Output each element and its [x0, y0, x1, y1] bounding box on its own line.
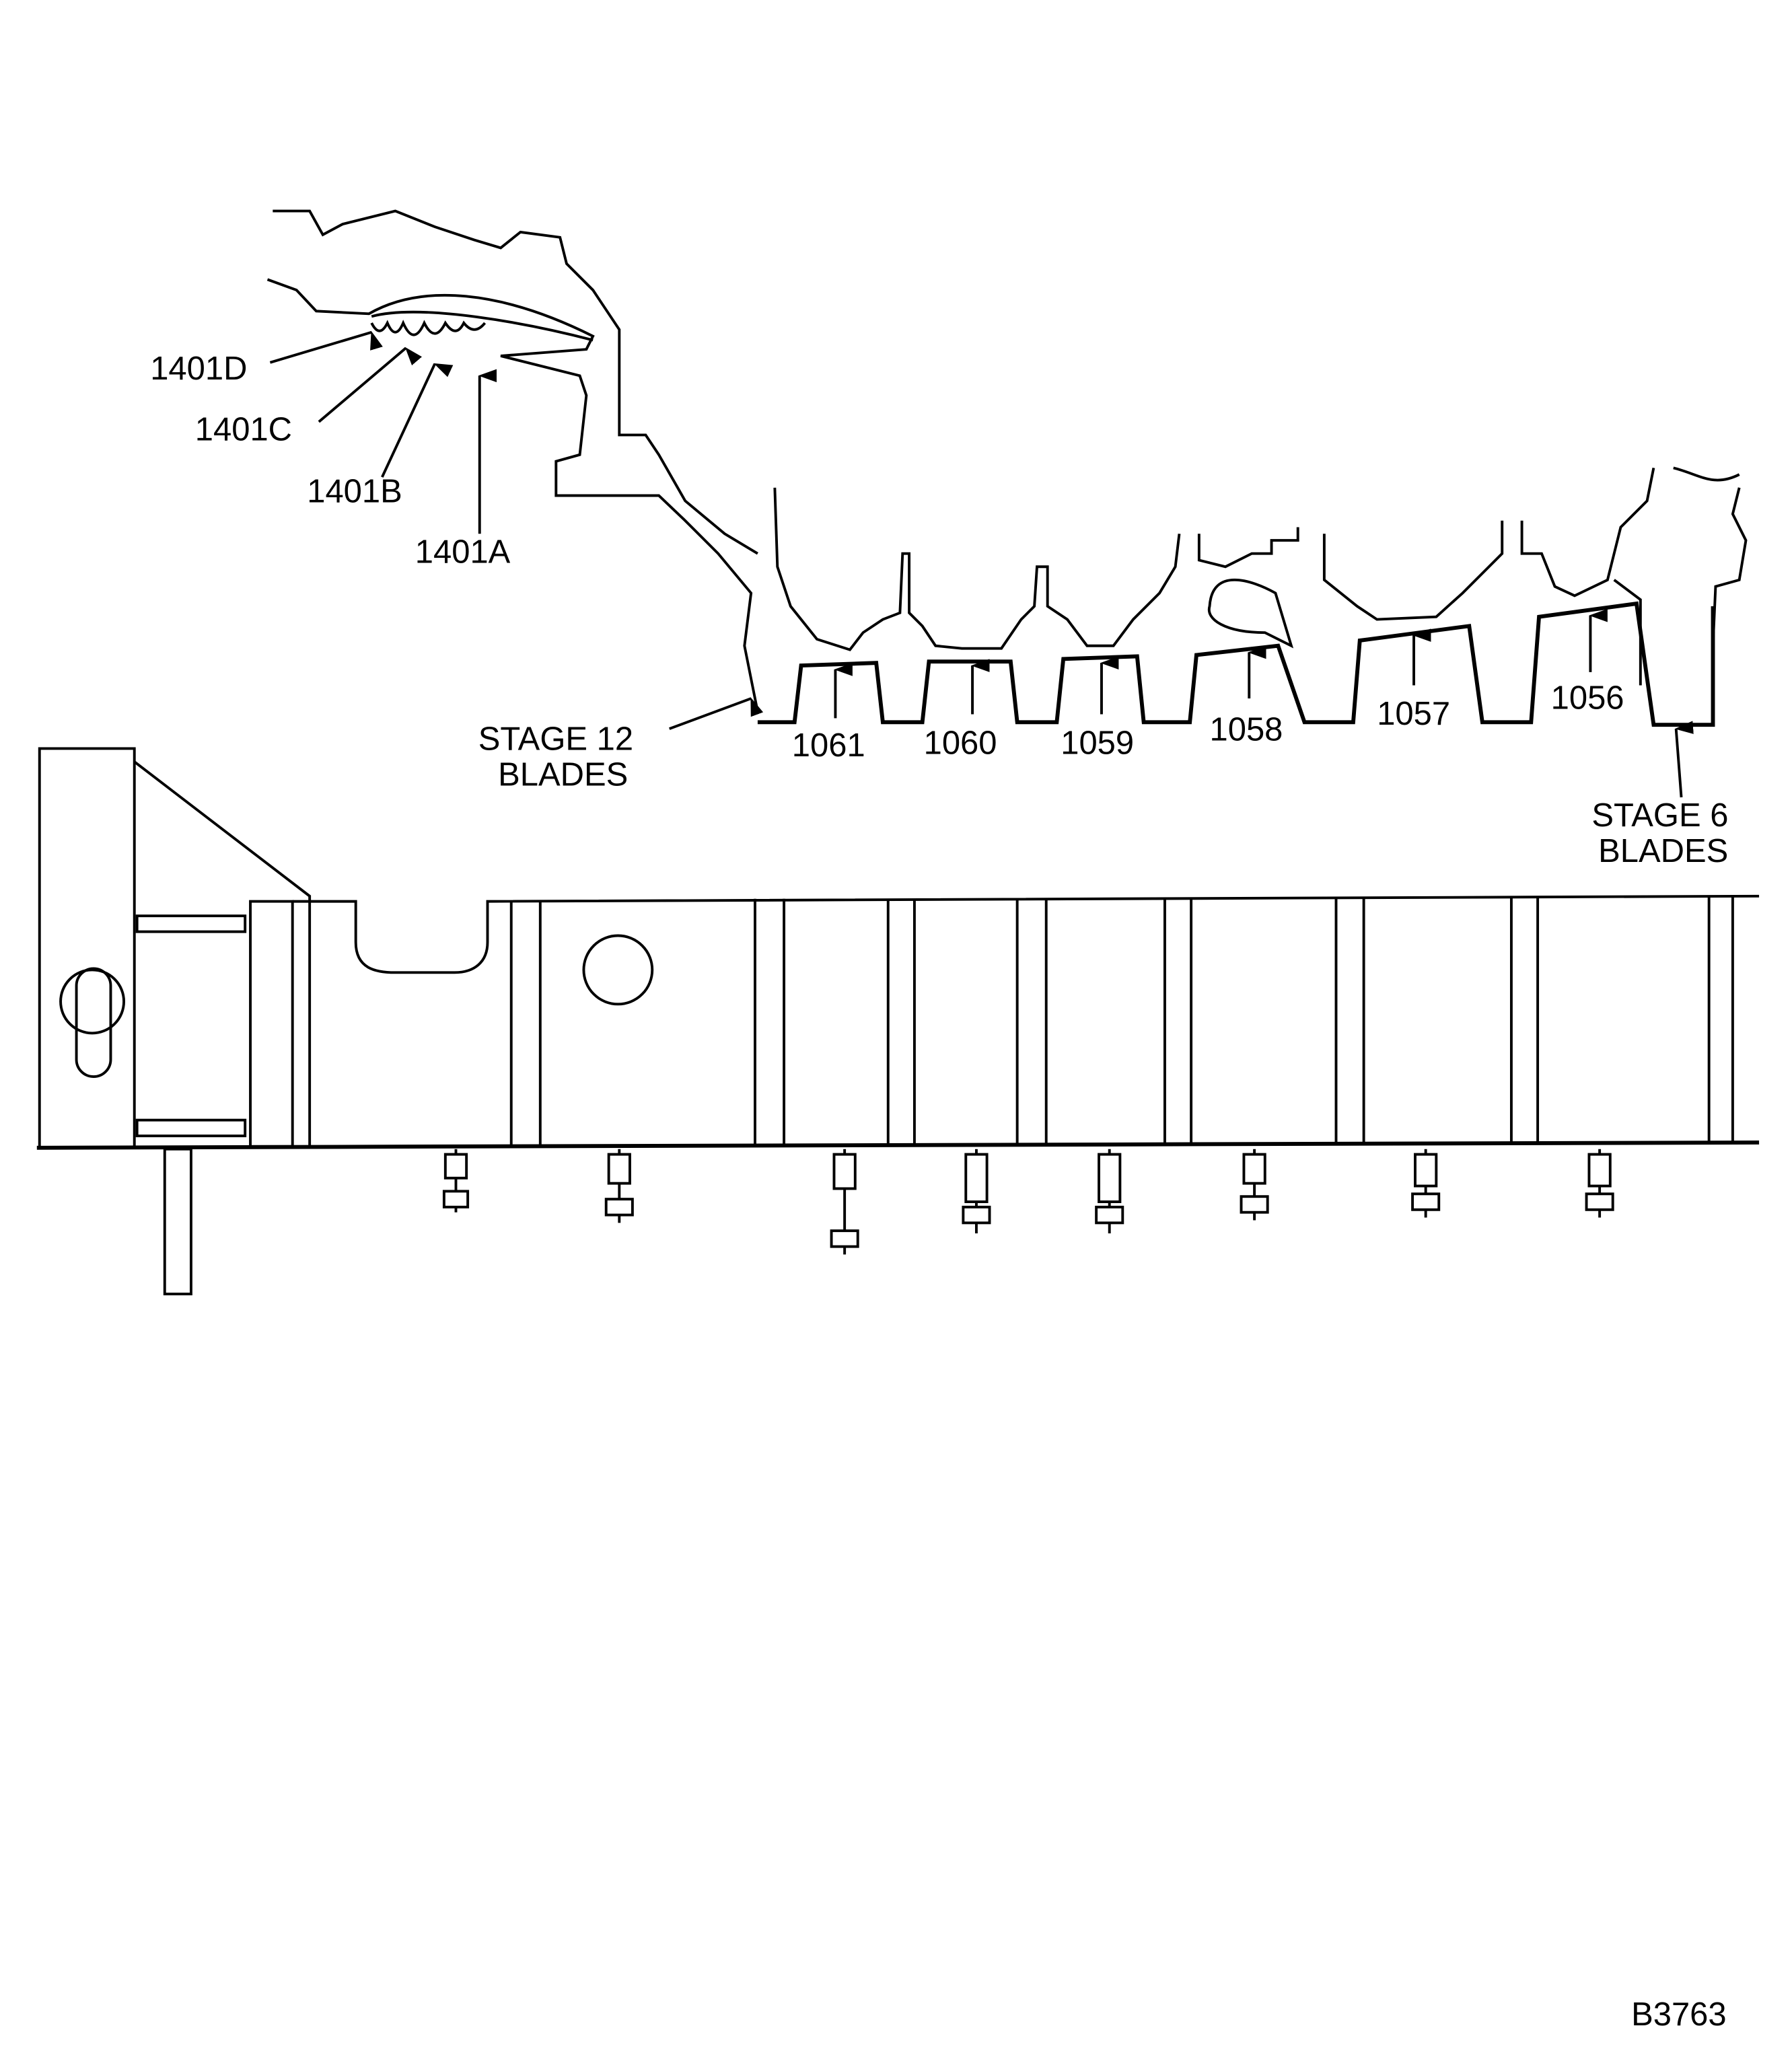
- label-1059: 1059: [1061, 725, 1134, 761]
- blade-callouts: 1061 1060 1059 1058 1057 1056 STAGE 12 B…: [478, 608, 1728, 869]
- label-stage12-line2: BLADES: [498, 756, 628, 793]
- fixture-base: [36, 747, 1760, 1296]
- figure-id: B3763: [1631, 1996, 1727, 2033]
- bolt: [604, 1149, 634, 1223]
- label-1060: 1060: [924, 725, 997, 761]
- label-1058: 1058: [1210, 712, 1283, 748]
- seal-callouts: 1401D 1401C 1401B 1401A: [150, 330, 511, 570]
- blade-row: [757, 601, 1715, 727]
- label-1061: 1061: [792, 727, 865, 764]
- bolt: [1411, 1149, 1441, 1218]
- label-1401d: 1401D: [150, 351, 247, 387]
- bolt: [442, 1149, 470, 1213]
- label-1056: 1056: [1551, 680, 1624, 717]
- bolt: [1585, 1149, 1614, 1218]
- casing-outline: [266, 209, 1748, 713]
- label-1401b: 1401B: [307, 473, 402, 509]
- bolts: [442, 1149, 1614, 1255]
- label-stage6-line1: STAGE 6: [1591, 797, 1728, 834]
- label-1057: 1057: [1377, 696, 1450, 732]
- label-1401c: 1401C: [195, 411, 292, 447]
- bolt: [1240, 1149, 1269, 1221]
- label-stage6-line2: BLADES: [1598, 833, 1728, 869]
- bolt: [1095, 1149, 1124, 1234]
- bolt: [962, 1149, 991, 1234]
- label-stage12-line1: STAGE 12: [478, 721, 633, 757]
- bolt: [830, 1149, 859, 1255]
- label-1401a: 1401A: [415, 534, 511, 570]
